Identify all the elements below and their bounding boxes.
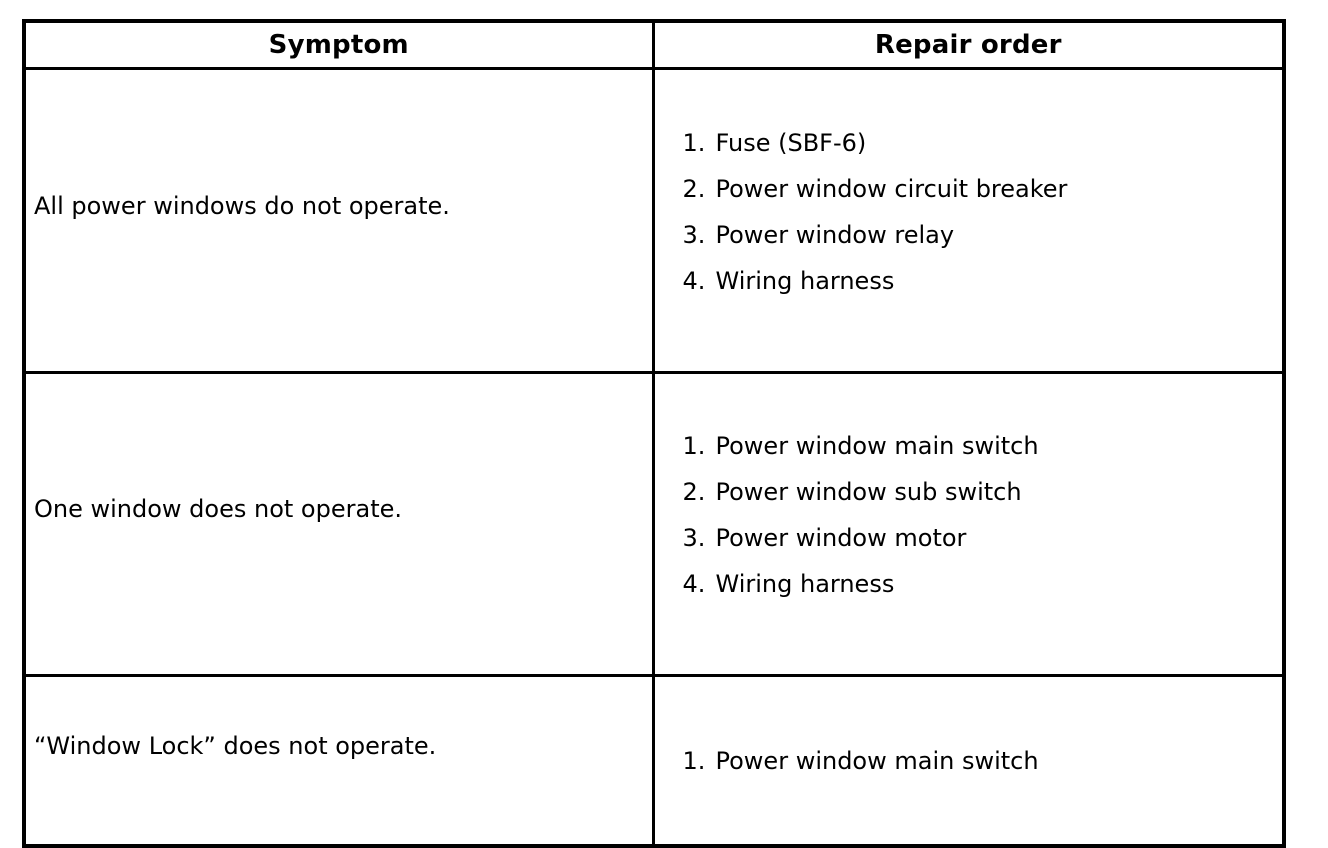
repair-order-cell: Power window main switch Power window su… [651,371,1286,677]
repair-order-column-header: Repair order [651,19,1286,70]
table-row: All power windows do not operate. Fuse (… [22,67,1286,374]
repair-item: Fuse (SBF-6) [715,128,867,157]
repair-item: Power window main switch [715,746,1039,775]
repair-item: Power window motor [715,524,967,552]
table-row: One window does not operate. Power windo… [22,371,1286,677]
repair-item: Wiring harness [715,266,895,295]
table-header-row: Symptom Repair order [22,19,1286,70]
repair-order-cell: Fuse (SBF-6) Power window circuit breake… [651,67,1286,374]
repair-order-list: Power window main switch [655,738,1283,784]
symptom-repair-table: Symptom Repair order All power windows d… [22,19,1286,848]
symptom-cell: “Window Lock” does not operate. [22,674,655,848]
repair-item: Power window circuit breaker [715,174,1068,203]
table-row: “Window Lock” does not operate. Power wi… [22,674,1286,848]
symptom-text: All power windows do not operate. [34,191,450,220]
symptom-column-header: Symptom [22,19,655,70]
symptom-cell: One window does not operate. [22,371,655,677]
symptom-text: One window does not operate. [34,495,402,523]
repair-item: Power window sub switch [715,478,1022,506]
repair-item: Power window relay [715,220,955,249]
repair-order-cell: Power window main switch [651,674,1286,848]
symptom-text: “Window Lock” does not operate. [34,731,437,760]
repair-order-list: Fuse (SBF-6) Power window circuit breake… [655,120,1283,304]
repair-item: Power window main switch [715,432,1039,460]
repair-item: Wiring harness [715,570,895,598]
repair-order-list: Power window main switch Power window su… [655,423,1283,607]
symptom-cell: All power windows do not operate. [22,67,655,374]
